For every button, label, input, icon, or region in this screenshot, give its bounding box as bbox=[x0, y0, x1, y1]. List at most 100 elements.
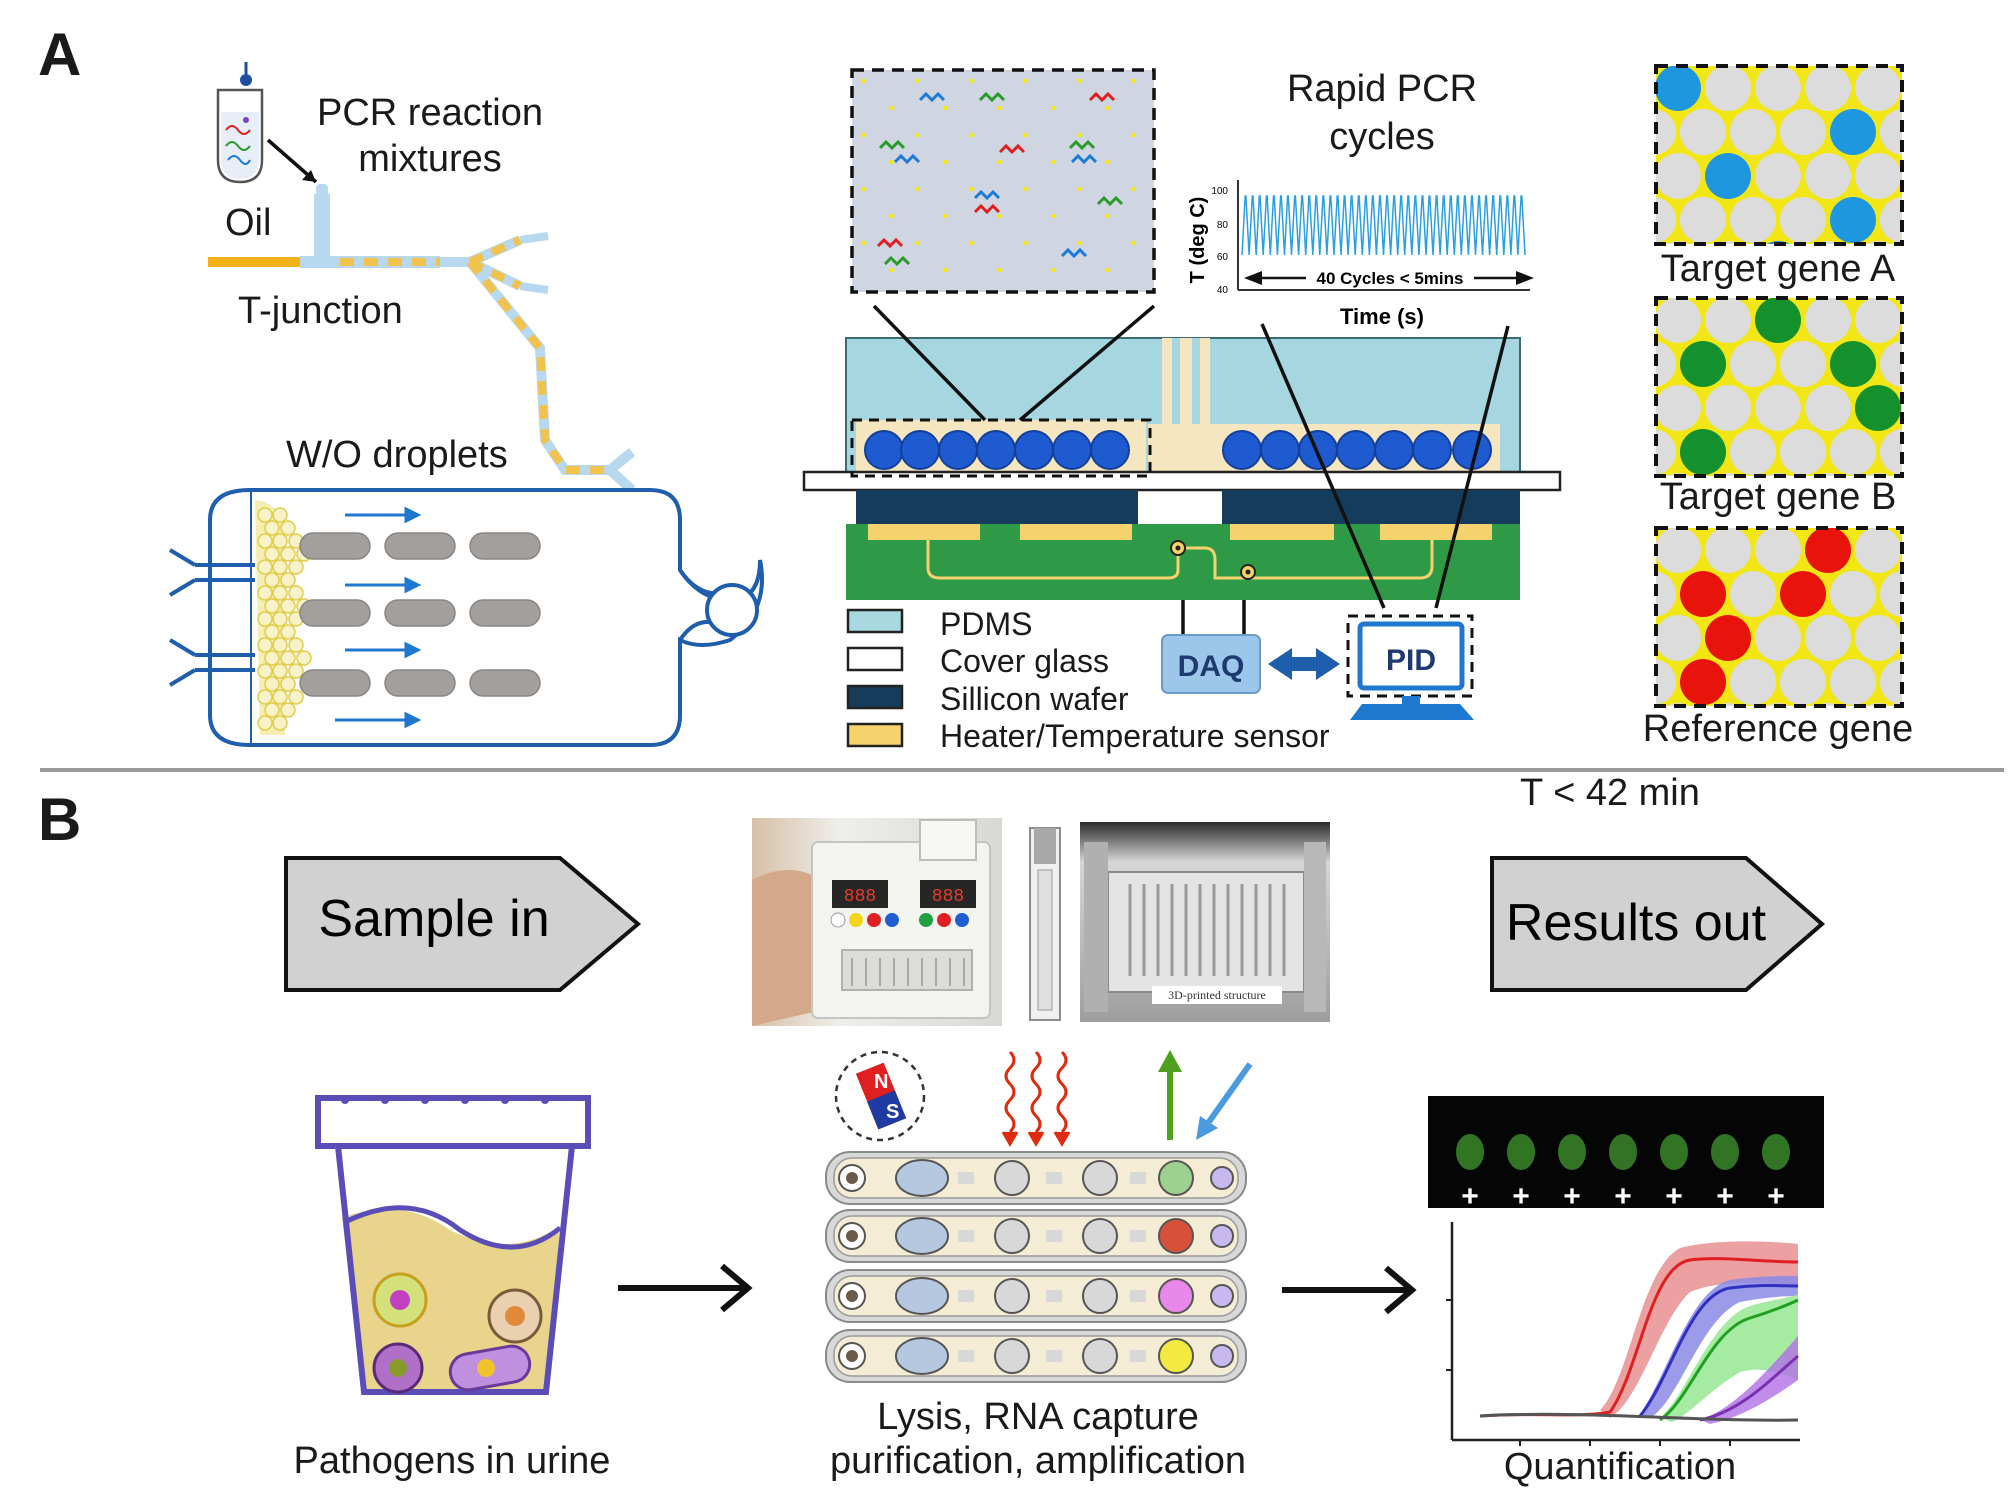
positive-droplet bbox=[1680, 571, 1726, 617]
positive-droplet bbox=[1705, 615, 1751, 661]
negative-droplet bbox=[1866, 703, 1890, 706]
daq-box: DAQ bbox=[1161, 634, 1261, 694]
negative-droplet bbox=[1830, 429, 1876, 475]
positive-droplet bbox=[1830, 197, 1876, 243]
positive-droplet bbox=[1680, 429, 1726, 475]
negative-droplet bbox=[1730, 571, 1776, 617]
positive-droplet bbox=[1830, 341, 1876, 387]
process-label-line2: purification, amplification bbox=[829, 1440, 1247, 1482]
excitation-arrow bbox=[1196, 1062, 1253, 1140]
daq-label: DAQ bbox=[1178, 650, 1245, 683]
negative-droplet bbox=[1805, 153, 1851, 199]
gene-a-label: Target gene A bbox=[1660, 248, 1896, 290]
gel-plus-sign: + bbox=[1614, 1180, 1632, 1213]
positive-droplet bbox=[1680, 341, 1726, 387]
negative-droplet bbox=[1866, 241, 1890, 244]
heat-waves bbox=[1001, 1050, 1071, 1147]
chip-droplet bbox=[938, 430, 978, 470]
pcr-cycle-plot: 100 80 60 40 T (deg C) Time (s) 40 Cycle… bbox=[1187, 180, 1534, 329]
negative-droplet bbox=[1755, 385, 1801, 431]
negative-droplet bbox=[1656, 153, 1701, 199]
daq-pid-double-arrow bbox=[1268, 648, 1340, 680]
negative-droplet bbox=[1656, 298, 1701, 343]
negative-droplet bbox=[1705, 385, 1751, 431]
droplet-cluster bbox=[257, 507, 312, 731]
rapid-pcr-title-line1: Rapid PCR bbox=[1286, 68, 1478, 110]
magnet-s: S bbox=[886, 1101, 899, 1123]
plot-ytick-60: 60 bbox=[1217, 252, 1229, 263]
chip-droplet bbox=[1014, 430, 1054, 470]
sample-in-label: Sample in bbox=[318, 890, 549, 948]
negative-droplet bbox=[1656, 385, 1701, 431]
negative-droplet bbox=[1755, 528, 1801, 573]
positive-droplet bbox=[1680, 659, 1726, 705]
gel-plus-sign: + bbox=[1563, 1180, 1581, 1213]
results-out-label: Results out bbox=[1506, 894, 1767, 952]
negative-droplet bbox=[1805, 298, 1851, 343]
negative-droplet bbox=[1780, 659, 1826, 705]
negative-droplet bbox=[1880, 197, 1902, 243]
time-label: T < 42 min bbox=[1520, 772, 1700, 814]
t-junction-label: T-junction bbox=[238, 290, 403, 332]
negative-droplet bbox=[1830, 571, 1876, 617]
plot-x-label: Time (s) bbox=[1340, 304, 1424, 329]
negative-droplet bbox=[1666, 473, 1690, 476]
negative-droplet bbox=[1766, 703, 1790, 706]
negative-droplet bbox=[1855, 615, 1901, 661]
pcr-reaction-label-line1: PCR reaction bbox=[317, 92, 543, 134]
negative-droplet bbox=[1705, 66, 1751, 111]
temperature-trace bbox=[1241, 195, 1526, 256]
t-junction-diagram bbox=[208, 62, 636, 494]
gene-b-label: Target gene B bbox=[1659, 476, 1897, 518]
positive-droplet bbox=[1755, 298, 1801, 343]
cycles-span-arrow: 40 Cycles < 5mins bbox=[1244, 266, 1534, 288]
heater-strips bbox=[868, 524, 1492, 540]
negative-droplet bbox=[1730, 659, 1776, 705]
connector-lines bbox=[872, 304, 1510, 640]
quantification-label: Quantification bbox=[1503, 1446, 1737, 1488]
negative-droplet bbox=[1656, 571, 1676, 617]
negative-droplet bbox=[1755, 153, 1801, 199]
pid-label: PID bbox=[1386, 644, 1436, 677]
negative-droplet bbox=[1656, 659, 1676, 705]
legend-label-heater: Heater/Temperature sensor bbox=[940, 718, 1330, 754]
printed-structure-label: 3D-printed structure bbox=[1168, 988, 1266, 1002]
negative-droplet bbox=[1705, 528, 1751, 573]
legend-label-pdms: PDMS bbox=[940, 606, 1033, 642]
negative-droplet bbox=[1755, 615, 1801, 661]
wo-droplets-title: W/O droplets bbox=[286, 434, 508, 476]
legend-label-silicon-wafer: Sillicon wafer bbox=[940, 681, 1129, 717]
negative-droplet bbox=[1830, 659, 1876, 705]
negative-droplet bbox=[1855, 66, 1901, 111]
negative-droplet bbox=[1716, 241, 1740, 244]
legend-swatch bbox=[846, 646, 904, 672]
gene-panel bbox=[1654, 64, 1904, 246]
negative-droplet bbox=[1855, 528, 1901, 573]
negative-droplet bbox=[1780, 429, 1826, 475]
negative-droplet bbox=[1780, 341, 1826, 387]
legend-swatch bbox=[846, 684, 904, 710]
gel-image: +++++++ bbox=[1428, 1096, 1824, 1213]
chip-droplet bbox=[1222, 430, 1262, 470]
legend-swatch bbox=[846, 608, 904, 634]
negative-droplet bbox=[1716, 473, 1740, 476]
cartridge-row bbox=[825, 1209, 1247, 1263]
positive-droplet bbox=[1780, 571, 1826, 617]
negative-droplet bbox=[1805, 385, 1851, 431]
zoom-region-box bbox=[850, 418, 1152, 478]
negative-droplet bbox=[1680, 197, 1726, 243]
negative-droplet bbox=[1656, 528, 1701, 573]
process-label-line1: Lysis, RNA capture bbox=[877, 1396, 1199, 1438]
plot-ytick-80: 80 bbox=[1217, 220, 1229, 231]
legend-swatch bbox=[846, 722, 904, 748]
chip-cross-section bbox=[802, 337, 1562, 600]
pillar-array bbox=[299, 532, 541, 697]
negative-droplet bbox=[1805, 66, 1851, 111]
silicon-wafer-right bbox=[1222, 490, 1520, 524]
sample-in-arrow: Sample in bbox=[284, 856, 642, 992]
cartridge-row bbox=[825, 1329, 1247, 1383]
svg-text:888: 888 bbox=[932, 887, 964, 907]
plot-ytick-100: 100 bbox=[1211, 186, 1228, 197]
negative-droplet bbox=[1656, 197, 1676, 243]
